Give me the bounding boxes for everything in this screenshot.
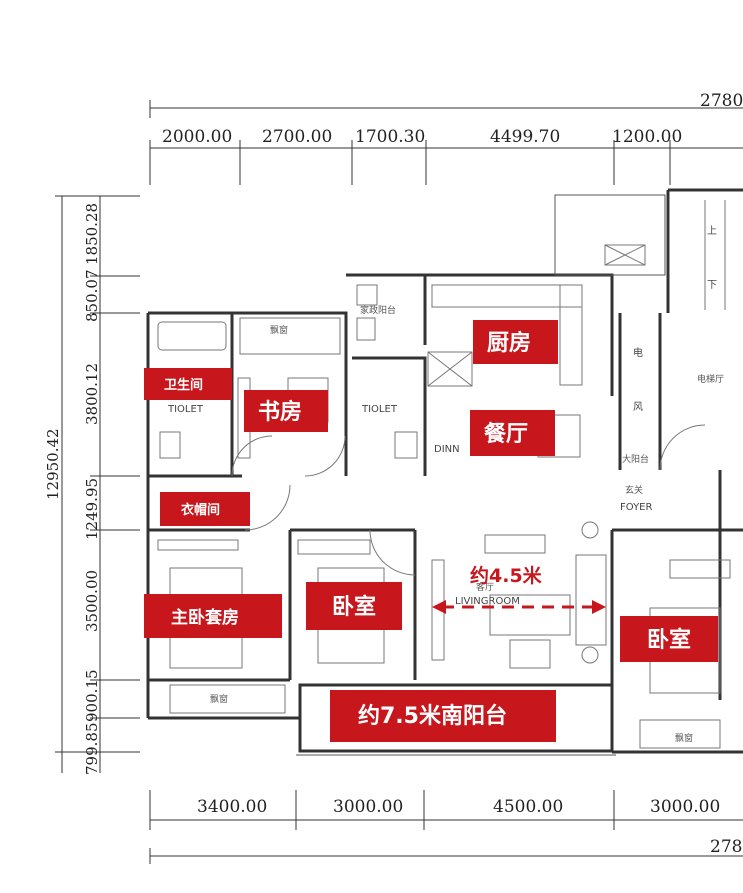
home-balcony-text: 家政阳台 <box>360 304 396 316</box>
bottom-dimension-lines: 3400.00 3000.00 4500.00 3000.00 2780 <box>149 790 743 864</box>
top-dim-1: 2000.00 <box>162 127 232 147</box>
bedroom-mid-label: 卧室 <box>332 594 376 620</box>
toilet-text-2: TIOLET <box>361 404 398 415</box>
dining-en-text: DINN <box>434 444 460 455</box>
toilet-text-1: TIOLET <box>167 404 204 415</box>
living-width-annotation: 约4.5米 <box>432 564 606 614</box>
left-dim-7: 799.85 <box>83 723 101 776</box>
left-dim-6: 900.15 <box>83 670 101 723</box>
top-dim-3: 1700.30 <box>355 127 425 147</box>
living-width-label: 约4.5米 <box>470 564 543 587</box>
dining-label: 餐厅 <box>484 422 528 447</box>
study-label: 书房 <box>258 399 302 425</box>
left-dim-3: 3800.12 <box>83 363 101 425</box>
room-labels: 厨房 餐厅 书房 卫生间 衣帽间 主卧套房 卧室 卧室 约7.5米南阳台 <box>144 320 718 742</box>
cloakroom-label: 衣帽间 <box>181 502 220 518</box>
living-en-text: LIVINGROOM <box>455 596 520 607</box>
fixtures <box>157 194 731 749</box>
left-dim-4: 1249.95 <box>83 478 101 540</box>
bathroom-label: 卫生间 <box>164 377 203 393</box>
bay-window-text-3: 飘窗 <box>675 732 693 744</box>
bottom-dim-2: 3000.00 <box>333 797 403 817</box>
left-dim-2: 850.07 <box>83 270 101 323</box>
bay-window-text-2: 飘窗 <box>210 693 228 705</box>
left-dim-1: 1850.28 <box>83 203 101 265</box>
sun-balcony-text: 大阳台 <box>622 453 649 465</box>
left-total-dim: 12950.42 <box>44 428 62 500</box>
top-total-dim: 2780 <box>700 91 743 111</box>
elec-text: 电 <box>633 346 643 359</box>
top-dim-5: 1200.00 <box>612 127 682 147</box>
bottom-dim-1: 3400.00 <box>197 797 267 817</box>
left-dimension-lines: 12950.42 1850.28 850.07 3800.12 1249.95 … <box>44 195 140 776</box>
bay-window-text-1: 飘窗 <box>270 324 288 336</box>
master-bedroom-label: 主卧套房 <box>171 607 239 628</box>
bottom-total-dim: 2780 <box>710 837 743 857</box>
arrow-left-icon <box>432 600 446 614</box>
bedroom-right-label: 卧室 <box>647 627 691 653</box>
living-cn-text: 客厅 <box>476 581 494 593</box>
balcony-label: 约7.5米南阳台 <box>358 703 507 729</box>
top-dimension-lines: 2780 2000.00 2700.00 1700.30 4499.70 120… <box>149 91 743 185</box>
top-dim-2: 2700.00 <box>262 127 332 147</box>
bottom-dim-3: 4500.00 <box>493 797 563 817</box>
walls <box>146 188 743 756</box>
stair-up-text: 上 <box>707 225 717 237</box>
kitchen-label: 厨房 <box>487 330 531 356</box>
foyer-cn-text: 玄关 <box>625 484 643 496</box>
foyer-en-text: FOYER <box>620 502 653 513</box>
top-dim-4: 4499.70 <box>490 127 560 147</box>
bottom-dim-4: 3000.00 <box>650 797 720 817</box>
arrow-right-icon <box>592 600 606 614</box>
plan-texts: 飘窗 飘窗 飘窗 家政阳台 TIOLET TIOLET DINN 客厅 LIVI… <box>167 225 724 744</box>
wind-text: 风 <box>633 401 643 413</box>
left-dim-5: 3500.00 <box>83 570 101 632</box>
elevator-hall-text: 电梯厅 <box>697 373 724 385</box>
stair-down-text: 下 <box>707 280 717 291</box>
